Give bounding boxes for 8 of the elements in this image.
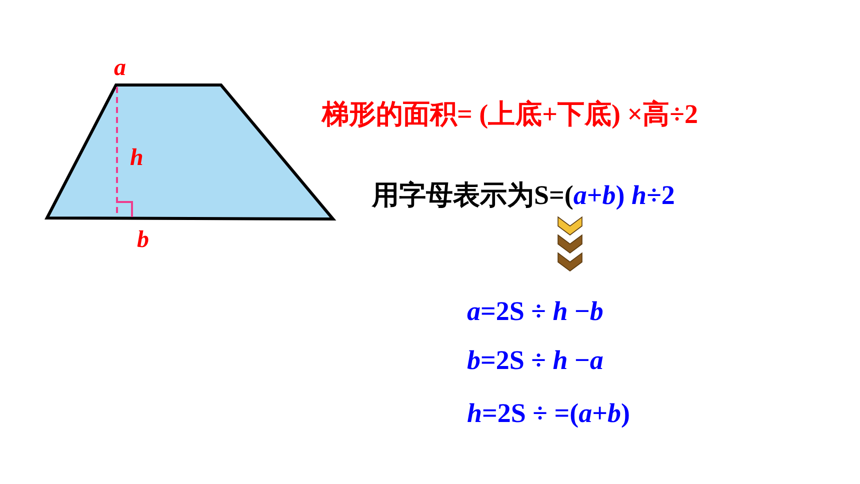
side-label: b: [137, 228, 149, 252]
formula-text: 用字母表示为S=(a+b) h÷2: [372, 182, 675, 209]
side-label: a: [114, 56, 126, 80]
formula-text: b=2S ÷ h −a: [467, 347, 604, 374]
formula-text: a=2S ÷ h −b: [467, 298, 604, 325]
formula-text: 梯形的面积= (上底+下底) ×高÷2: [322, 101, 698, 128]
height-label: h: [130, 146, 144, 170]
formula-text: h=2S ÷ =(a+b): [467, 400, 630, 427]
